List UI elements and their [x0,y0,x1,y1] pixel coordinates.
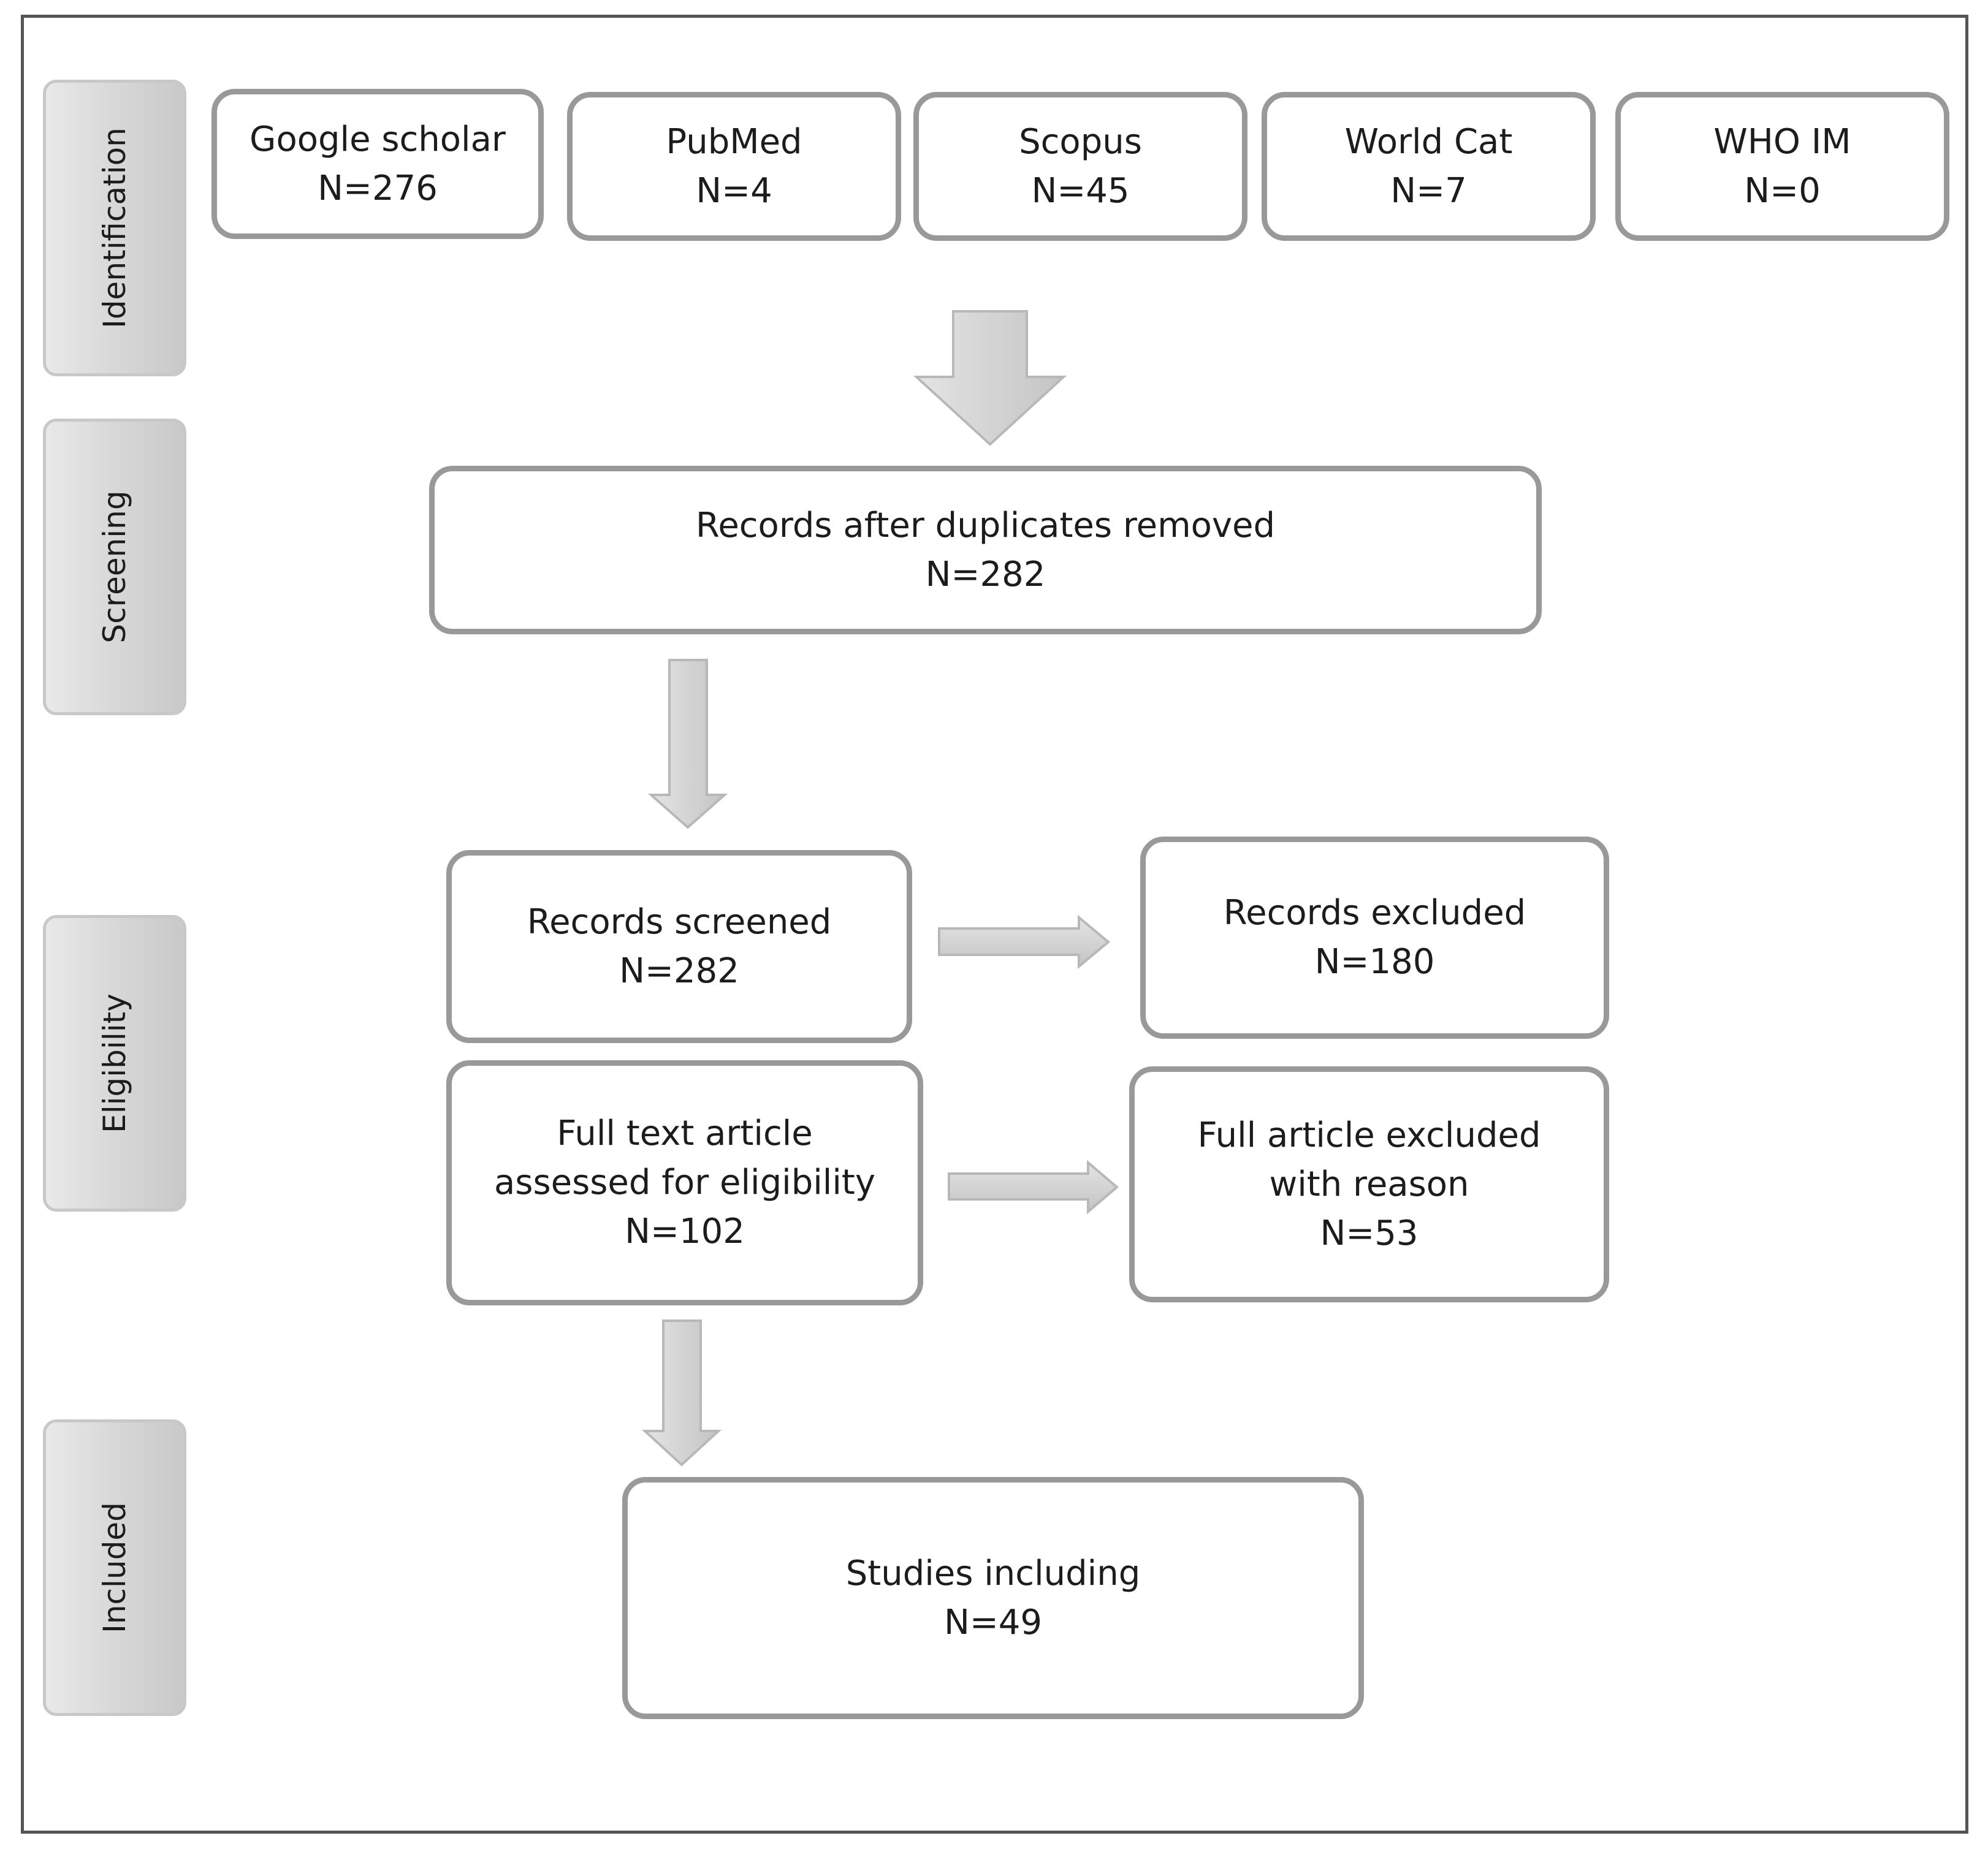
source-name: World Cat [1344,121,1513,162]
full-excluded-count: N=53 [1320,1213,1419,1253]
full-excluded-line2: with reason [1269,1164,1469,1204]
source-count: N=7 [1390,170,1467,211]
source-scopus: Scopus N=45 [913,92,1247,241]
records-screened-box: Records screened N=282 [446,850,912,1043]
source-name: PubMed [666,121,802,162]
full-article-excluded-box: Full article excluded with reason N=53 [1129,1066,1609,1302]
full-excluded-line1: Full article excluded [1197,1115,1541,1155]
source-name: Scopus [1019,121,1142,162]
arrow-sources-to-duplicates [913,310,1067,446]
records-excluded-count: N=180 [1314,942,1435,982]
duplicates-removed-label: Records after duplicates removed [695,505,1276,545]
source-google-scholar: Google scholar N=276 [211,89,544,239]
source-name: WHO IM [1713,121,1851,162]
source-count: N=45 [1031,170,1130,211]
source-count: N=4 [696,170,772,211]
arrow-duplicates-to-screened [647,659,728,829]
records-excluded-label: Records excluded [1223,893,1526,933]
source-pubmed: PubMed N=4 [567,92,901,241]
arrow-screened-to-excluded [938,914,1111,970]
records-excluded-box: Records excluded N=180 [1140,837,1609,1039]
source-count: N=276 [318,168,438,208]
source-who-im: WHO IM N=0 [1615,92,1949,241]
stage-identification: Identification [43,80,186,376]
stage-included: Included [43,1419,186,1716]
full-text-line2: assessed for eligibility [493,1163,876,1202]
duplicates-removed-count: N=282 [925,554,1046,594]
source-name: Google scholar [249,119,506,159]
arrow-fulltext-to-included [641,1319,722,1467]
studies-included-label: Studies including [845,1553,1141,1593]
arrow-fulltext-to-excluded [948,1160,1119,1215]
diagram-frame [21,15,1968,1834]
source-world-cat: World Cat N=7 [1262,92,1596,241]
full-text-assessed-box: Full text article assessed for eligibili… [446,1060,923,1305]
records-screened-label: Records screened [527,902,832,942]
stage-eligibility: Eligibility [43,915,186,1212]
records-screened-count: N=282 [619,951,739,991]
full-text-line1: Full text article [557,1114,813,1153]
source-count: N=0 [1744,170,1821,211]
studies-included-count: N=49 [943,1602,1043,1642]
full-text-count: N=102 [625,1212,745,1251]
studies-included-box: Studies including N=49 [622,1477,1364,1719]
duplicates-removed-box: Records after duplicates removed N=282 [429,466,1542,634]
stage-screening: Screening [43,419,186,715]
